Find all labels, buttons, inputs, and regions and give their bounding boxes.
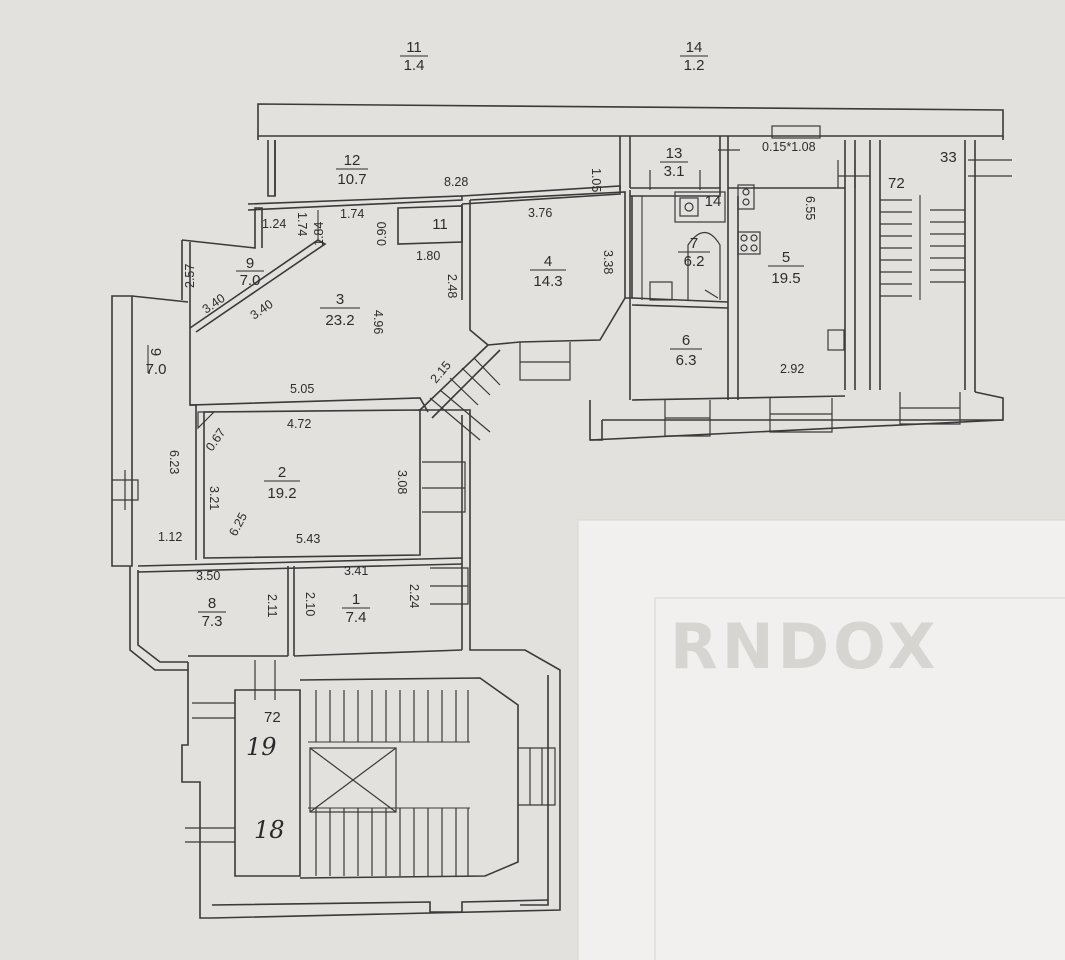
dim-1-80: 1.80 xyxy=(416,249,440,263)
room-1-area: 7.4 xyxy=(346,609,367,626)
dim-1-24: 1.24 xyxy=(262,217,286,231)
room-label-6: 6 6.3 xyxy=(670,332,702,369)
room-5-number: 5 xyxy=(782,249,790,266)
room-10-number: 9 xyxy=(246,255,254,272)
room-12-number: 12 xyxy=(344,152,361,169)
building-outline xyxy=(111,103,1004,919)
dim-3-38: 3.38 xyxy=(601,250,615,274)
room-label-4: 4 14.3 xyxy=(530,253,566,290)
dim-1-05: 1.05 xyxy=(589,168,603,192)
dim-0-67: 0.67 xyxy=(203,426,228,454)
dim-2-48: 2.48 xyxy=(445,274,459,298)
watermark-text: RNDOX xyxy=(670,610,939,683)
interior-walls xyxy=(137,190,846,879)
dim-1-84: 1.84 xyxy=(312,222,326,246)
room-8-number: 8 xyxy=(208,595,216,612)
room-2-area: 19.2 xyxy=(267,485,296,502)
door-marks xyxy=(112,149,1012,843)
room-label-12: 12 10.7 xyxy=(336,152,368,188)
section-label-14: 14 1.2 xyxy=(680,39,708,74)
room-13-area: 3.1 xyxy=(664,163,685,180)
room-label-7: 7 6.2 xyxy=(678,235,710,270)
dim-6-25: 6.25 xyxy=(226,510,250,538)
section-label-14-bottom: 1.2 xyxy=(684,57,705,74)
dim-4-96: 4.96 xyxy=(371,310,385,334)
room-label-3: 3 23.2 xyxy=(320,291,360,329)
stairs-left xyxy=(308,357,501,876)
room-9-number-rotated: 9 xyxy=(147,348,164,356)
dim-8-28: 8.28 xyxy=(444,175,468,189)
stove-icon xyxy=(737,184,755,210)
handwritten-19: 19 xyxy=(246,733,277,761)
bath-sink-icon xyxy=(674,191,726,223)
room-2-number: 2 xyxy=(278,464,286,481)
dim-4-72: 4.72 xyxy=(287,417,311,431)
room-label-13: 13 3.1 xyxy=(660,145,688,180)
room-4-area: 14.3 xyxy=(533,273,562,290)
elevator-shaft xyxy=(309,747,397,813)
room-1-number: 1 xyxy=(352,591,360,608)
room-3-number: 3 xyxy=(336,291,344,308)
room-14-label: 14 xyxy=(705,193,722,210)
dim-0-15x1-08: 0.15*1.08 xyxy=(762,140,816,154)
fixtures xyxy=(197,125,845,430)
room-5-area: 19.5 xyxy=(771,270,800,287)
dim-3-40-b: 3.40 xyxy=(248,297,276,322)
dim-2-11: 2.11 xyxy=(265,594,279,617)
dim-1-74-a: 1.74 xyxy=(295,212,309,236)
dim-0-90: 0.90 xyxy=(375,222,389,246)
room-4-number: 4 xyxy=(544,253,552,270)
room-11-label: 11 xyxy=(432,216,448,233)
kitchen-sink-icon xyxy=(827,329,845,351)
room-7-number: 7 xyxy=(690,235,698,252)
room-13-number: 13 xyxy=(666,145,683,162)
room-8-area: 7.3 xyxy=(202,613,223,630)
dim-6-55: 6.55 xyxy=(803,196,817,220)
dim-6-23: 6.23 xyxy=(167,450,181,474)
room-7-area: 6.2 xyxy=(684,253,705,270)
room-9-area: 7.0 xyxy=(146,361,167,378)
room-label-10: 9 7.0 xyxy=(236,255,264,289)
handwritten-18: 18 xyxy=(254,816,285,844)
room-label-2: 2 19.2 xyxy=(264,464,300,502)
overlay-sheet: RNDOX xyxy=(577,519,1065,960)
stair-right-72-label: 72 xyxy=(888,175,905,192)
room-6-area: 6.3 xyxy=(676,352,697,369)
stair-right-33-label: 33 xyxy=(940,149,957,166)
section-label-11: 11 1.4 xyxy=(400,39,428,74)
dim-2-57: 2.57 xyxy=(183,264,197,288)
dim-5-43: 5.43 xyxy=(296,532,320,546)
dim-1-12: 1.12 xyxy=(158,530,182,544)
dim-3-50: 3.50 xyxy=(196,569,220,583)
stairs-right xyxy=(880,195,965,300)
bathtub-icon xyxy=(687,231,721,300)
dim-3-76: 3.76 xyxy=(528,206,552,220)
section-label-11-bottom: 1.4 xyxy=(404,57,425,74)
toilet-icon xyxy=(649,281,673,301)
dim-3-41: 3.41 xyxy=(344,564,368,578)
cooktop-icon xyxy=(737,231,761,255)
room-12-area: 10.7 xyxy=(337,171,366,188)
room-10-area: 7.0 xyxy=(240,272,261,289)
room-label-8: 8 7.3 xyxy=(198,595,226,630)
room-3-area: 23.2 xyxy=(325,312,354,329)
vent-box xyxy=(771,125,821,139)
dim-2-92: 2.92 xyxy=(780,362,804,376)
stair-left-72-label: 72 xyxy=(264,709,281,726)
section-label-11-top: 11 xyxy=(406,39,422,56)
section-label-14-top: 14 xyxy=(686,39,703,56)
dim-1-74-b: 1.74 xyxy=(340,207,364,221)
room-6-number: 6 xyxy=(682,332,690,349)
room-label-1: 1 7.4 xyxy=(342,591,370,626)
dim-2-10: 2.10 xyxy=(303,592,317,616)
room-label-9: 9 9 7.0 xyxy=(146,345,167,378)
dim-2-24: 2.24 xyxy=(407,584,421,608)
dim-3-21: 3.21 xyxy=(207,486,221,510)
dim-5-05: 5.05 xyxy=(290,382,314,396)
dim-3-08: 3.08 xyxy=(395,470,409,494)
room-label-5: 5 19.5 xyxy=(768,249,804,287)
